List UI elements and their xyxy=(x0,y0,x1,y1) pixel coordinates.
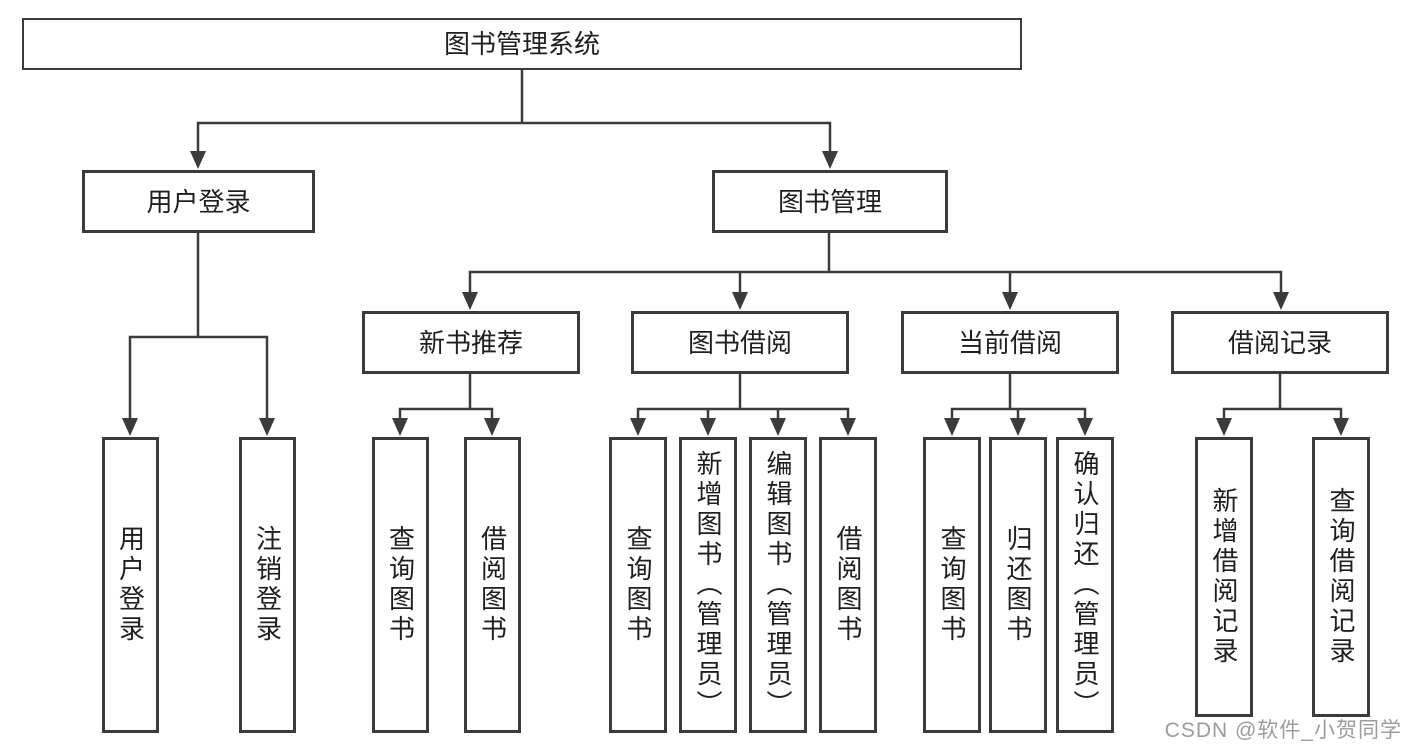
node-book-management: 图书管理 xyxy=(712,170,948,233)
node-label: 新书推荐 xyxy=(418,327,523,358)
leaf-label: 归还图书 xyxy=(1003,525,1033,645)
leaf-logout: 注销登录 xyxy=(239,437,296,733)
node-book-borrow: 图书借阅 xyxy=(631,311,849,374)
leaf-label: 确认归还（管理员） xyxy=(1070,450,1100,720)
node-label: 图书管理 xyxy=(777,186,882,217)
leaf-label: 编辑图书（管理员） xyxy=(763,450,793,720)
arrowhead-icons xyxy=(122,151,1349,436)
leaf-query-book: 查询图书 xyxy=(609,437,667,733)
leaf-label: 新增图书（管理员） xyxy=(693,450,723,720)
leaf-query-book: 查询图书 xyxy=(923,437,981,733)
leaf-label: 查询图书 xyxy=(385,525,416,645)
node-user-login: 用户登录 xyxy=(82,170,315,233)
node-label: 当前借阅 xyxy=(957,327,1062,358)
leaf-label: 注销登录 xyxy=(252,525,283,645)
leaf-borrow-book: 借阅图书 xyxy=(819,437,877,733)
leaf-label: 查询图书 xyxy=(937,525,967,645)
leaf-query-book: 查询图书 xyxy=(372,437,429,733)
node-label: 图书借阅 xyxy=(687,327,792,358)
leaf-add-borrow-record: 新增借阅记录 xyxy=(1195,437,1253,717)
node-root-label: 图书管理系统 xyxy=(443,29,600,59)
node-label: 借阅记录 xyxy=(1227,327,1332,358)
leaf-add-book-admin: 新增图书（管理员） xyxy=(679,437,737,733)
leaf-label: 借阅图书 xyxy=(477,525,508,645)
leaf-query-borrow-record: 查询借阅记录 xyxy=(1312,437,1370,717)
leaf-label: 查询图书 xyxy=(623,525,653,645)
node-root: 图书管理系统 xyxy=(22,18,1022,70)
leaf-edit-book-admin: 编辑图书（管理员） xyxy=(749,437,807,733)
leaf-borrow-book: 借阅图书 xyxy=(464,437,521,733)
leaf-confirm-return-admin: 确认归还（管理员） xyxy=(1056,437,1114,733)
leaf-label: 借阅图书 xyxy=(833,525,863,645)
node-current-borrow: 当前借阅 xyxy=(901,311,1119,374)
leaf-user-login: 用户登录 xyxy=(102,437,159,733)
leaf-label: 用户登录 xyxy=(115,525,146,645)
leaf-label: 新增借阅记录 xyxy=(1209,487,1239,667)
node-label: 用户登录 xyxy=(146,186,251,217)
node-new-book-recommend: 新书推荐 xyxy=(362,311,580,374)
csdn-watermark: CSDN @软件_小贺同学 xyxy=(1164,719,1402,742)
leaf-return-book: 归还图书 xyxy=(989,437,1047,733)
leaf-label: 查询借阅记录 xyxy=(1326,487,1356,667)
node-borrow-records: 借阅记录 xyxy=(1171,311,1389,374)
